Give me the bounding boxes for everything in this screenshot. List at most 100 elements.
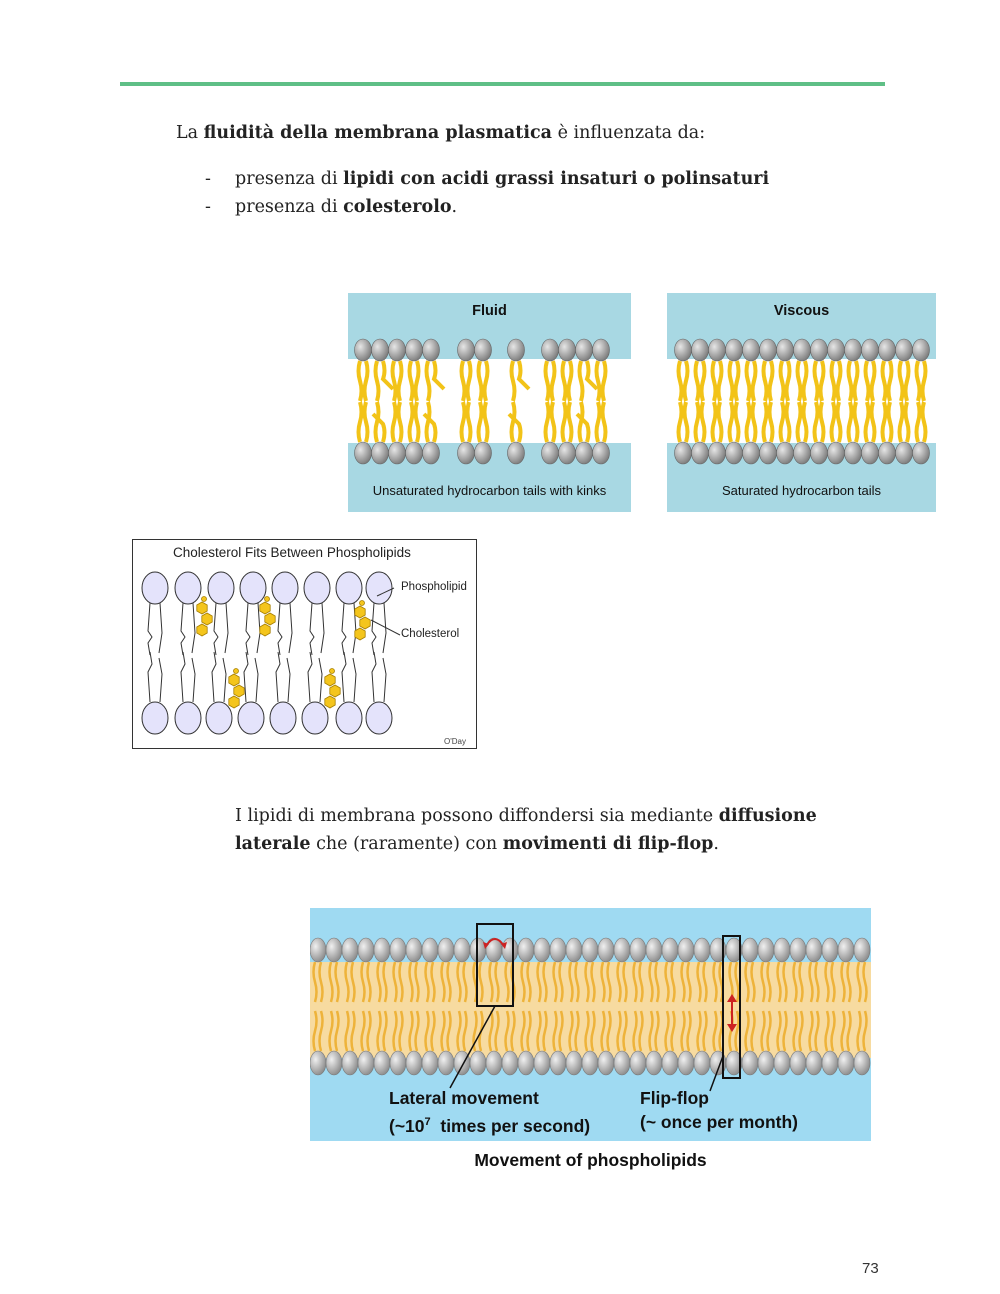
fluid-bilayer-illustration (348, 338, 631, 465)
phospholipid-head (837, 1050, 855, 1076)
phospholipid-head (335, 701, 363, 735)
fatty-acid-tail (727, 360, 735, 402)
fatty-acid-tail (341, 602, 347, 656)
fatty-acid-tail (362, 360, 370, 402)
fatty-acid-tail (465, 360, 473, 402)
fatty-acid-tail (680, 1010, 686, 1052)
fatty-acid-tail (638, 961, 644, 1003)
fatty-acid-tail (558, 1010, 564, 1052)
fatty-acid-tail (158, 657, 163, 703)
fluid-title: Fluid (472, 303, 507, 319)
fatty-acid-tail (733, 360, 741, 402)
fatty-acid-tail (654, 1010, 660, 1052)
phospholipid-head (776, 441, 794, 465)
fatty-acid-tail (795, 360, 803, 402)
fatty-acid-tail (568, 1010, 574, 1052)
fatty-acid-tail (180, 651, 186, 703)
fatty-acid-tail (914, 360, 922, 402)
fatty-acid-tail (648, 1010, 654, 1052)
phospholipid-head (565, 937, 583, 963)
phospholipid-head (301, 701, 329, 735)
cholesterol-pointer (370, 619, 401, 636)
fatty-acid-tail (566, 360, 574, 402)
fatty-acid-tail (782, 1010, 788, 1052)
phospholipid-head (789, 1050, 807, 1076)
fatty-acid-tail (382, 961, 388, 1003)
fatty-acid-tail (670, 961, 676, 1003)
phospholipid-head (239, 571, 267, 605)
fatty-acid-tail (670, 1010, 676, 1052)
fatty-acid-tail (526, 961, 532, 1003)
phospholipid-head (533, 1050, 551, 1076)
fatty-acid-tail (702, 961, 708, 1003)
phospholipid-head (388, 338, 406, 362)
phospholipid-head (773, 937, 791, 963)
fatty-acid-tail (792, 1010, 798, 1052)
diffusion-paragraph: I lipidi di membrana possono diffondersi… (235, 806, 817, 854)
fatty-acid-tail (852, 401, 860, 443)
fatty-acid-tail (147, 651, 153, 703)
fatty-acid-tail (414, 961, 420, 1003)
fatty-acid-tail (398, 961, 404, 1003)
fatty-acid-tail (211, 651, 217, 703)
fatty-acid-tail (693, 401, 701, 443)
phospholipid-head (517, 1050, 535, 1076)
fatty-acid-tail (318, 1010, 324, 1052)
phospholipid-head (805, 937, 823, 963)
fatty-acid-tail (778, 401, 786, 443)
fatty-acid-tail (366, 1010, 372, 1052)
fatty-acid-tail (830, 961, 836, 1003)
fatty-acid-tail (549, 401, 557, 443)
phospholipid-head (895, 441, 913, 465)
phospholipid-head (437, 1050, 455, 1076)
phospholipid-head (693, 937, 711, 963)
phospholipid-head (501, 1050, 519, 1076)
fatty-acid-tail (245, 602, 251, 656)
phospholipid-head (541, 441, 559, 465)
fatty-acid-tail (716, 360, 724, 402)
fatty-acid-tail (440, 1010, 446, 1052)
phospholipid-head (759, 338, 777, 362)
fatty-acid-tail (459, 360, 467, 402)
phospholipid-head (174, 571, 202, 605)
fatty-acid-tail (696, 1010, 702, 1052)
phospholipid-head (365, 701, 393, 735)
cholesterol-oh-group (201, 596, 207, 602)
fatty-acid-tail (897, 360, 905, 402)
fatty-acid-tail (318, 657, 323, 703)
phospholipid-head (558, 441, 576, 465)
fluid-membrane-figure: Fluid Unsaturated hydrocarbon tails with… (348, 293, 631, 512)
fatty-acid-tail (275, 651, 281, 703)
phospholipid-head (310, 937, 327, 963)
phospholipid-head (341, 1050, 359, 1076)
hydrophobic-core (667, 359, 936, 443)
phospholipid-head (474, 338, 492, 362)
phospholipid-head (405, 937, 423, 963)
phospholipid-head (517, 937, 535, 963)
phospholipid-head (541, 338, 559, 362)
fatty-acid-tail (808, 961, 814, 1003)
fatty-acid-tail (398, 1010, 404, 1052)
phospholipid-head (629, 937, 647, 963)
fatty-acid-tail (584, 360, 599, 391)
fatty-acid-tail (914, 401, 922, 443)
phospholipid-head (674, 338, 692, 362)
fatty-acid-tail (350, 1010, 356, 1052)
phospholipid-head (507, 441, 525, 465)
fatty-acid-tail (584, 961, 590, 1003)
fatty-acid-tail (277, 602, 283, 656)
fatty-acid-tail (622, 961, 628, 1003)
fatty-acid-tail (699, 360, 707, 402)
fatty-acid-tail (371, 412, 387, 443)
fatty-acid-tail (440, 961, 446, 1003)
phospholipid-head (821, 1050, 839, 1076)
phospholipid-head (597, 1050, 615, 1076)
fatty-acid-tail (476, 360, 484, 402)
fatty-acid-tail (767, 360, 775, 402)
fatty-acid-tail (814, 1010, 820, 1052)
fatty-acid-tail (424, 360, 432, 402)
fatty-acid-tail (408, 961, 414, 1003)
cholesterol-ring (354, 627, 366, 641)
fatty-acid-tail (880, 401, 888, 443)
phospholipid-head (742, 338, 760, 362)
